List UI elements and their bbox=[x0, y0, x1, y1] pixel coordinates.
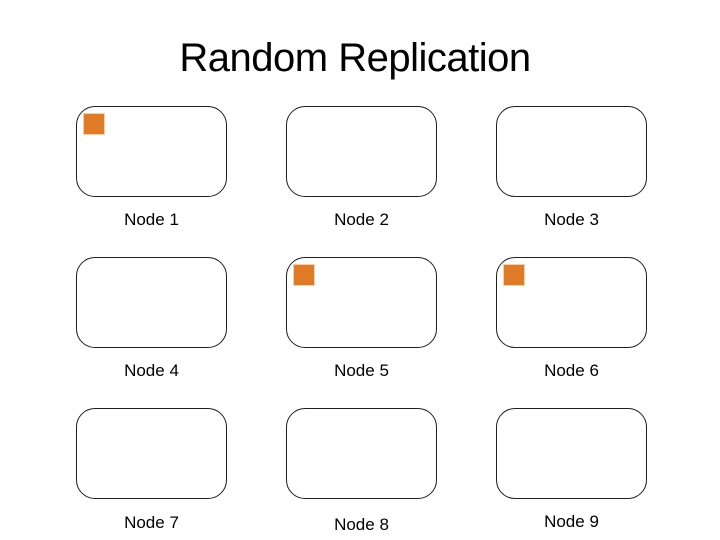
node-box bbox=[76, 106, 227, 197]
slide-title: Random Replication bbox=[179, 36, 531, 80]
node-grid: Node 1 Node 2 Node 3 Node 4 Node 5 bbox=[76, 106, 647, 534]
node-box bbox=[76, 257, 227, 348]
replica-marker bbox=[504, 265, 524, 285]
node-label: Node 5 bbox=[334, 361, 389, 380]
node-label: Node 7 bbox=[124, 513, 179, 532]
node-cell-6: Node 6 bbox=[496, 257, 647, 380]
node-cell-4: Node 4 bbox=[76, 257, 227, 380]
node-box bbox=[286, 106, 437, 197]
node-cell-9: Node 9 bbox=[496, 408, 647, 531]
node-label: Node 2 bbox=[334, 210, 389, 229]
node-box bbox=[496, 257, 647, 348]
node-box bbox=[496, 408, 647, 499]
node-box bbox=[286, 408, 437, 499]
node-cell-2: Node 2 bbox=[286, 106, 437, 229]
node-box bbox=[286, 257, 437, 348]
node-label: Node 6 bbox=[544, 361, 599, 380]
node-label: Node 9 bbox=[544, 512, 599, 531]
node-label: Node 1 bbox=[124, 210, 179, 229]
node-label: Node 4 bbox=[124, 361, 179, 380]
node-label: Node 8 bbox=[334, 515, 389, 534]
node-cell-5: Node 5 bbox=[286, 257, 437, 380]
node-cell-1: Node 1 bbox=[76, 106, 227, 229]
node-box bbox=[76, 408, 227, 499]
node-label: Node 3 bbox=[544, 210, 599, 229]
node-cell-8: Node 8 bbox=[286, 408, 437, 534]
node-cell-3: Node 3 bbox=[496, 106, 647, 229]
node-box bbox=[496, 106, 647, 197]
replica-marker bbox=[84, 114, 104, 134]
replica-marker bbox=[294, 265, 314, 285]
node-cell-7: Node 7 bbox=[76, 408, 227, 532]
